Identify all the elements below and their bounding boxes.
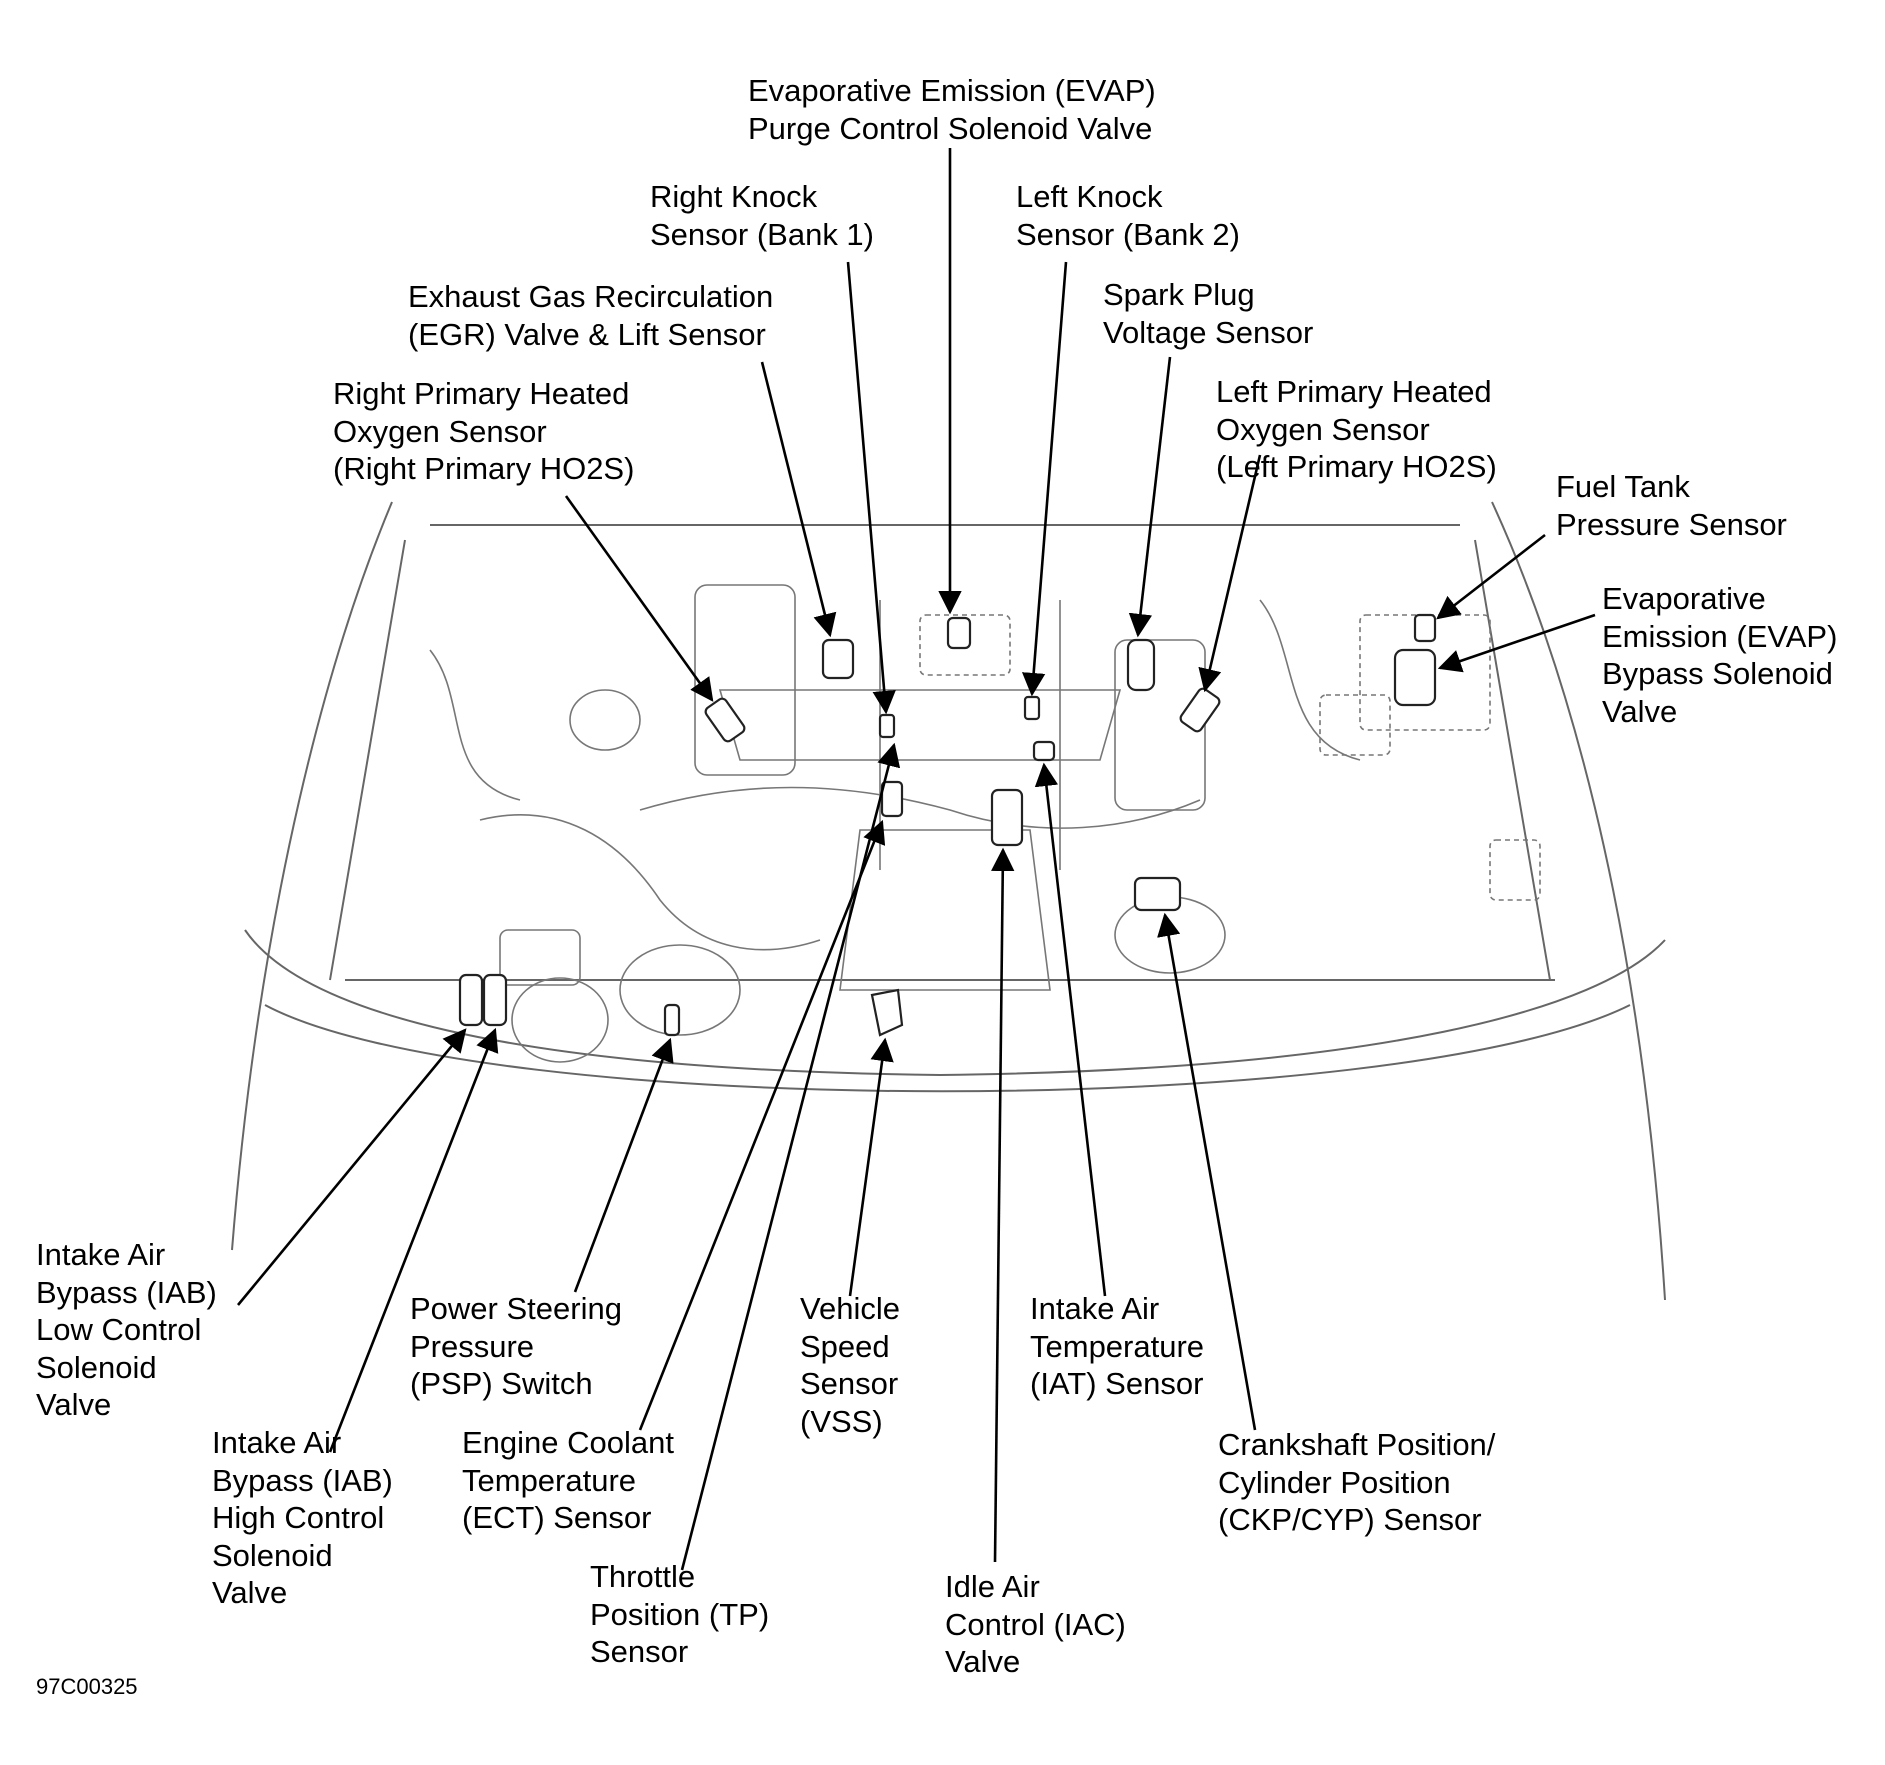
leader-ect [638,819,886,1431]
evap-purge-valve-shape [946,616,972,650]
vss-shape [870,988,904,1037]
iat-sensor-shape [1032,740,1056,762]
iac-valve-shape [990,788,1024,847]
leader-iab-high [328,1027,499,1453]
component-shapes [458,613,1437,1037]
label-tp: Throttle Position (TP) Sensor [590,1559,770,1669]
leader-egr [760,361,837,638]
label-right-knock: Right Knock Sensor (Bank 1) [650,179,874,252]
leader-psp [573,1037,674,1293]
label-right-ho2s: Right Primary Heated Oxygen Sensor (Righ… [333,376,635,486]
leader-left-knock [1021,261,1068,697]
egr-valve-shape [821,638,855,680]
psp-switch-shape [663,1003,681,1037]
label-evap-purge: Evaporative Emission (EVAP) Purge Contro… [748,73,1156,146]
right-knock-shape [878,713,896,739]
leader-left-ho2s [1198,454,1262,693]
label-left-ho2s: Left Primary Heated Oxygen Sensor (Left … [1216,374,1497,484]
iab-low-valve-shape [458,973,484,1027]
label-vss: Vehicle Speed Sensor (VSS) [800,1291,900,1439]
label-spark-plug: Spark Plug Voltage Sensor [1103,277,1314,350]
evap-bypass-valve-shape [1393,648,1437,707]
left-knock-shape [1023,695,1041,721]
leader-tp [680,742,901,1571]
label-iac: Idle Air Control (IAC) Valve [945,1569,1126,1679]
left-ho2s-shape [1179,687,1221,733]
label-psp: Power Steering Pressure (PSP) Switch [410,1291,622,1401]
leader-lines [236,148,1596,1571]
label-iab-high: Intake Air Bypass (IAB) High Control Sol… [212,1425,393,1610]
label-egr: Exhaust Gas Recirculation (EGR) Valve & … [408,279,774,352]
leader-iac [991,847,1015,1563]
figure-code: 97C00325 [36,1674,138,1699]
label-ckp-cyp: Crankshaft Position/ Cylinder Position (… [1218,1427,1496,1537]
label-ect: Engine Coolant Temperature (ECT) Sensor [462,1425,674,1535]
leader-evap-bypass [1437,613,1596,673]
leader-right-knock [846,261,896,715]
leader-ckp-cyp [1157,912,1257,1431]
label-iat: Intake Air Temperature (IAT) Sensor [1030,1291,1205,1401]
fuel-tank-sensor-shape [1413,613,1437,643]
leader-spark-plug [1128,356,1172,638]
iab-high-valve-shape [482,973,508,1027]
spark-plug-sensor-shape [1126,638,1156,692]
label-iab-low: Intake Air Bypass (IAB) Low Control Sole… [36,1237,217,1422]
label-fuel-tank: Fuel Tank Pressure Sensor [1556,469,1787,542]
leader-right-ho2s [564,495,714,702]
ect-sensor-shape [880,780,904,818]
label-left-knock: Left Knock Sensor (Bank 2) [1016,179,1240,252]
engine-outline [429,584,1541,1063]
leader-iat [1034,762,1107,1297]
leader-iab-low [236,1028,467,1306]
leader-vss [848,1037,894,1297]
label-evap-bypass: Evaporative Emission (EVAP) Bypass Solen… [1602,581,1838,729]
right-ho2s-shape [704,697,746,743]
ckp-sensor-shape [1133,876,1182,912]
leader-fuel-tank [1436,533,1546,620]
